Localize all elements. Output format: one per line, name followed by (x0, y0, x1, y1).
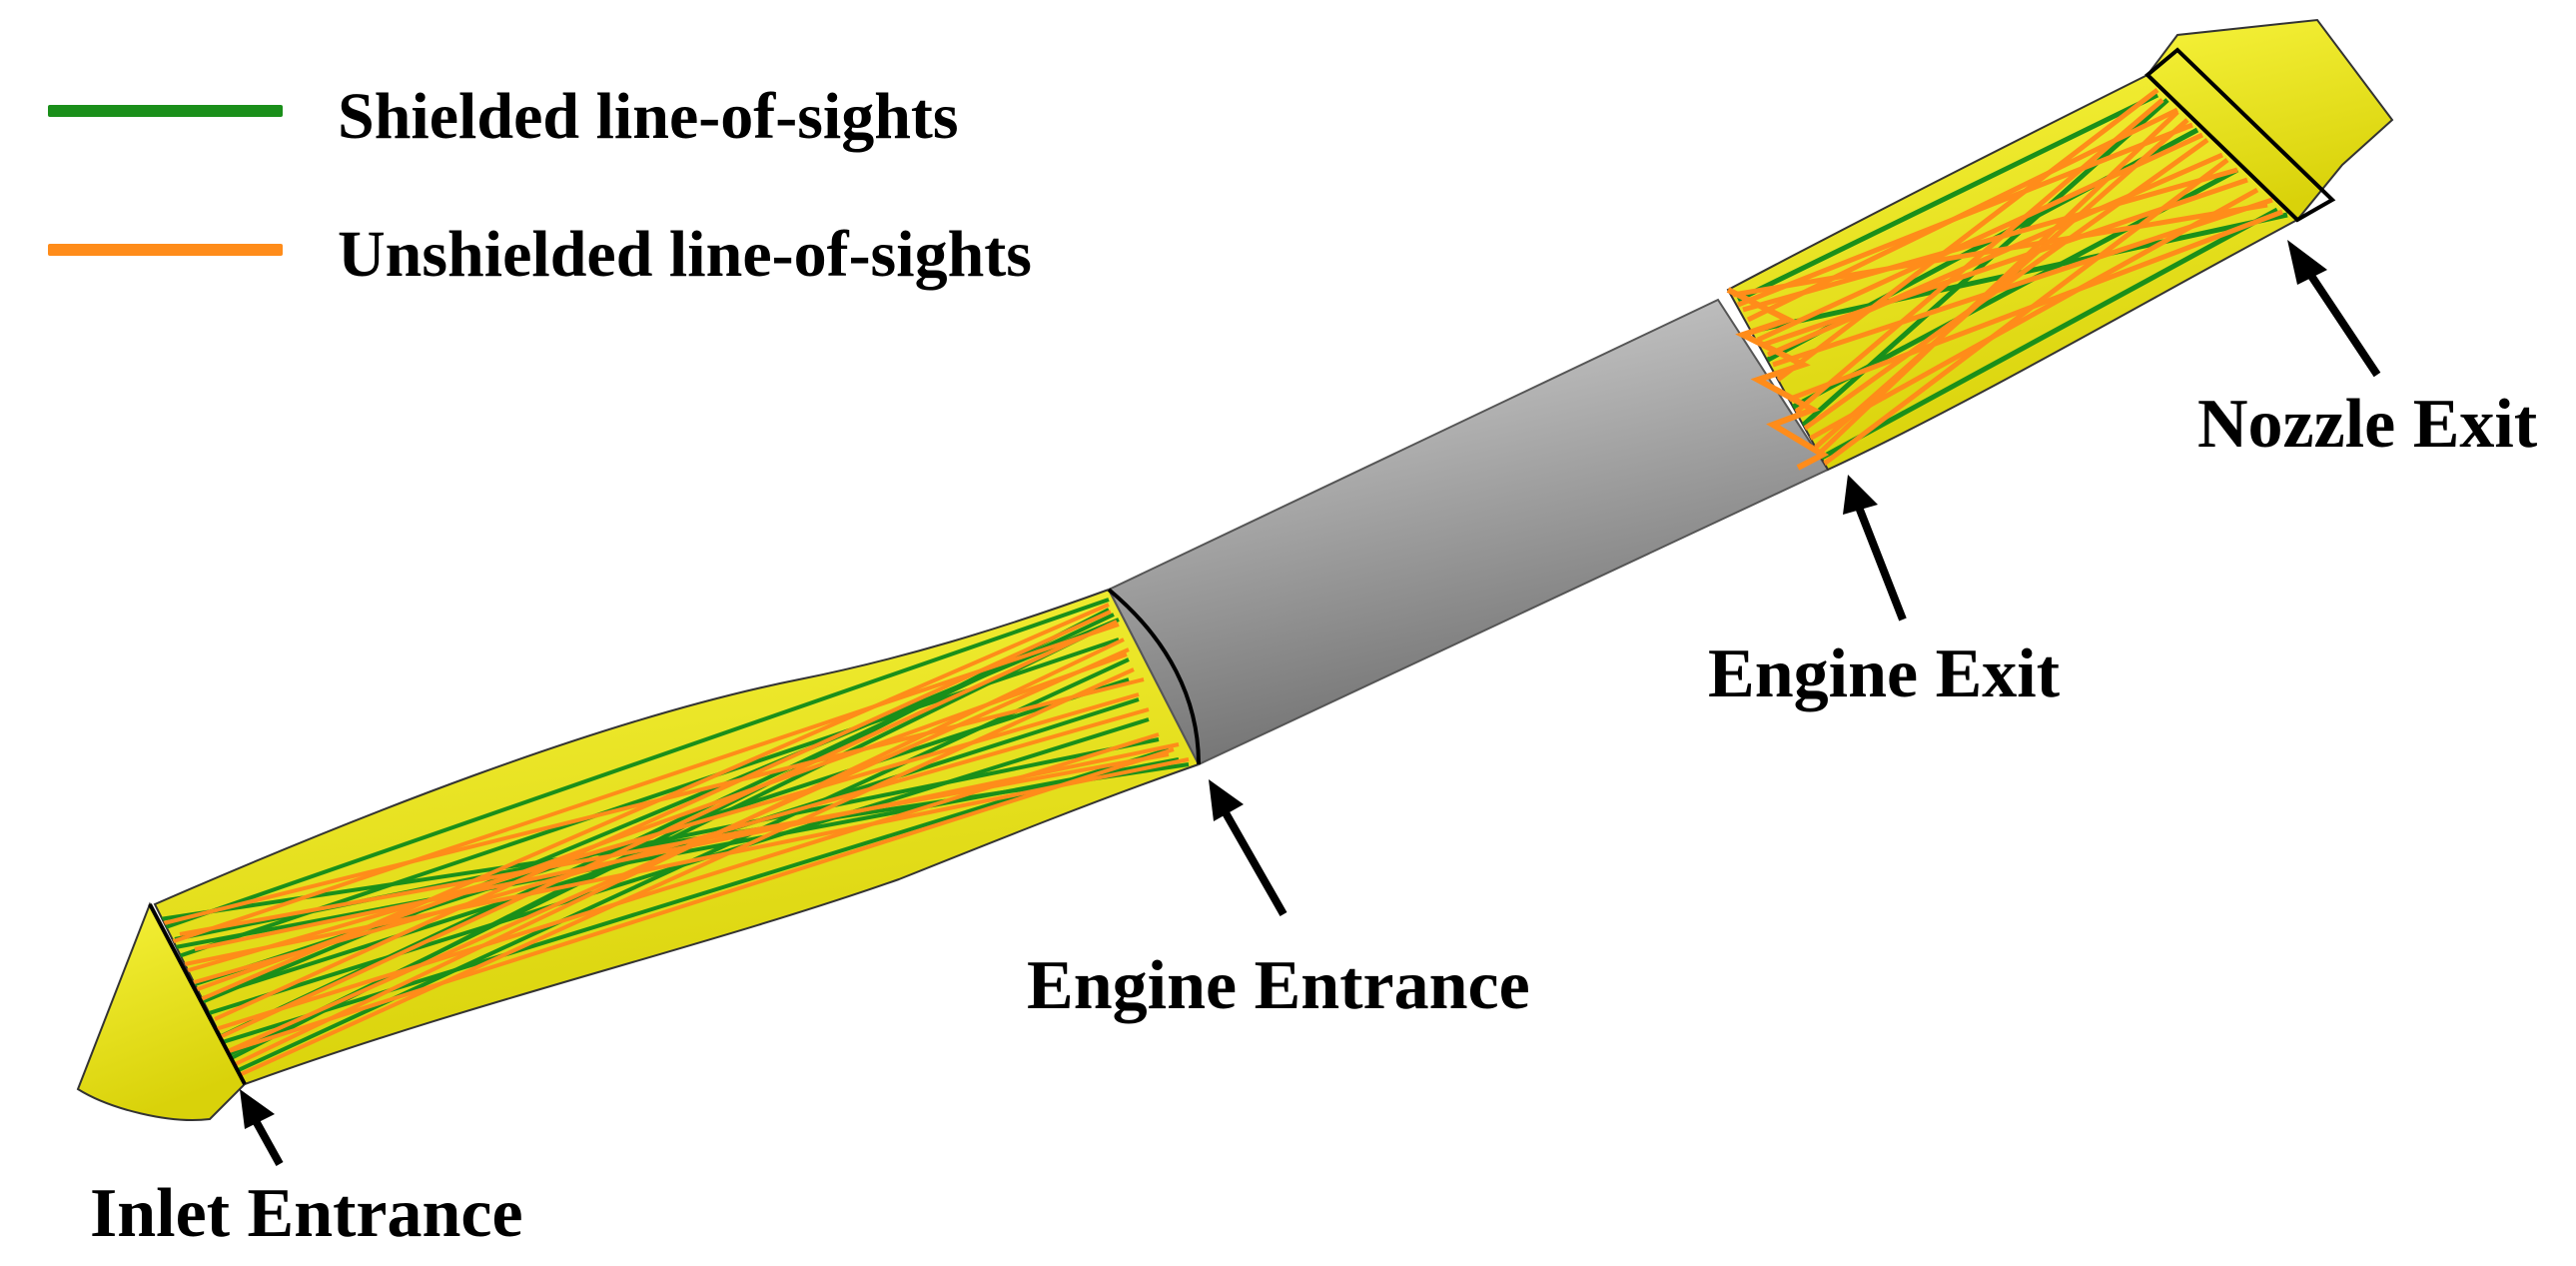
engine-entrance-label: Engine Entrance (1027, 947, 1530, 1024)
engine-entrance-ring (1107, 588, 1201, 765)
engine-exit-label: Engine Exit (1708, 635, 2061, 712)
inlet-sight-lines (159, 598, 1190, 1079)
nozzle-exit-label: Nozzle Exit (2197, 386, 2538, 463)
inlet-tip (76, 901, 247, 1121)
nozzle-sight-lines (1732, 88, 2288, 467)
legend-unshielded-label: Unshielded line-of-sights (338, 218, 1032, 291)
inlet-entrance-label: Inlet Entrance (90, 1175, 523, 1252)
nozzle-exit-frame (2145, 47, 2336, 223)
legend-unshielded-swatch (48, 244, 283, 256)
callout-arrows (240, 240, 2381, 1166)
engine-exit-teeth (1726, 287, 1830, 471)
inlet-entrance-edge (148, 903, 247, 1085)
legend-shielded-swatch (48, 105, 283, 117)
legend-shielded-label: Shielded line-of-sights (338, 80, 959, 153)
